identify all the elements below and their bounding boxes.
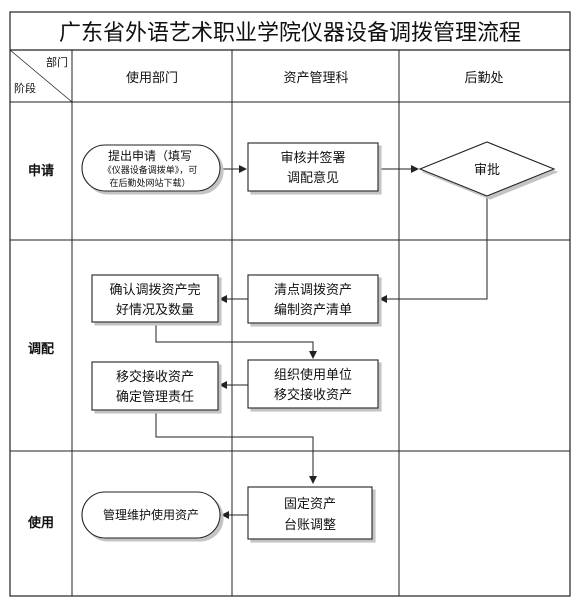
node-handover-line-1: 移交接收资产 bbox=[116, 369, 194, 385]
node-ledger: 固定资产 台账调整 bbox=[247, 486, 373, 540]
node-ledger-line-2: 台账调整 bbox=[284, 518, 336, 533]
node-review-line-2: 调配意见 bbox=[287, 170, 339, 186]
node-inventory-line-1: 清点调拨资产 bbox=[274, 283, 352, 298]
node-apply-line-3: 在后勤处网站下载） bbox=[109, 177, 190, 189]
diagram-title: 广东省外语艺术职业学院仪器设备调拨管理流程 bbox=[59, 21, 521, 46]
arrow-approve-to-inventory bbox=[379, 195, 488, 303]
arrow-handover-to-ledger bbox=[155, 410, 317, 484]
connectors bbox=[155, 165, 488, 519]
stage-label-apply: 申请 bbox=[28, 163, 54, 179]
node-approve-label: 审批 bbox=[474, 163, 500, 178]
node-confirm: 确认调拨资产完 好情况及数量 bbox=[91, 274, 219, 323]
node-review: 审核并签署 调配意见 bbox=[247, 142, 379, 192]
node-review-line-1: 审核并签署 bbox=[280, 150, 345, 166]
node-handover: 移交接收资产 确定管理责任 bbox=[91, 361, 219, 411]
node-apply-line-1: 提出申请（填写 bbox=[108, 148, 192, 163]
node-manage: 管理维护使用资产 bbox=[81, 491, 221, 539]
stage-label-allocate: 调配 bbox=[28, 342, 54, 357]
node-inventory: 清点调拨资产 编制资产清单 bbox=[247, 274, 379, 324]
node-organize-line-1: 组织使用单位 bbox=[274, 367, 352, 383]
node-handover-line-2: 确定管理责任 bbox=[116, 390, 194, 405]
node-organize: 组织使用单位 移交接收资产 bbox=[247, 359, 379, 409]
node-apply-line-2: 《仪器设备调拨单》，可 bbox=[103, 164, 198, 176]
stage-label-use: 使用 bbox=[27, 515, 54, 531]
node-ledger-line-1: 固定资产 bbox=[284, 497, 336, 512]
dept-header-logistics: 后勤处 bbox=[464, 71, 503, 86]
corner-department-label: 部门 bbox=[46, 55, 68, 69]
node-confirm-line-2: 好情况及数量 bbox=[116, 303, 194, 318]
arrow-confirm-to-organize bbox=[155, 322, 317, 359]
node-confirm-line-1: 确认调拨资产完 bbox=[109, 283, 200, 298]
node-apply: 提出申请（填写 《仪器设备调拨单》，可 在后勤处网站下载） bbox=[81, 144, 221, 192]
node-approve: 审批 bbox=[418, 141, 556, 197]
node-organize-line-2: 移交接收资产 bbox=[274, 387, 352, 403]
dept-header-user: 使用部门 bbox=[126, 70, 178, 86]
corner-stage-label: 阶段 bbox=[14, 81, 36, 95]
node-manage-label: 管理维护使用资产 bbox=[103, 507, 199, 522]
node-inventory-line-2: 编制资产清单 bbox=[274, 303, 352, 318]
dept-header-asset: 资产管理科 bbox=[283, 71, 348, 86]
